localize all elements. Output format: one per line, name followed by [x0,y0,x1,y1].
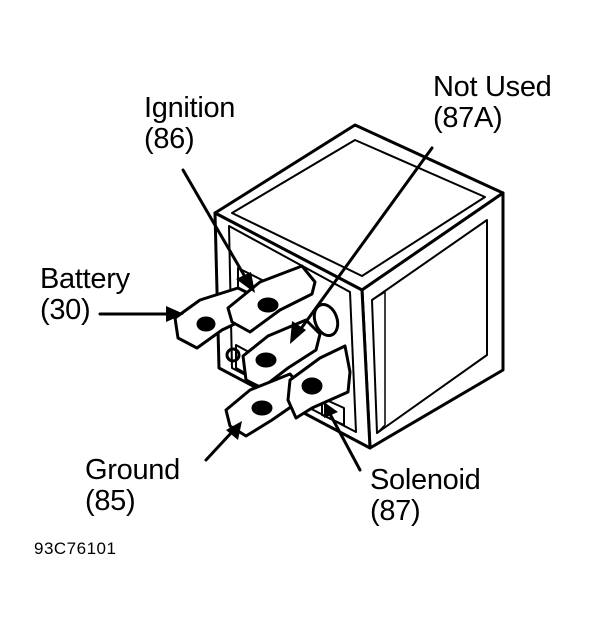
battery-pin: (30) [40,294,91,326]
arrow-battery [98,306,184,322]
not-used-callout: Not Used (87A) [433,72,552,134]
leader-arrows [98,146,434,472]
arrow-ignition [181,168,255,293]
arrow-not-used [290,146,434,344]
arrow-ground [204,421,242,462]
arrow-solenoid [324,402,362,472]
ground-label: Ground [85,454,180,486]
figure-code: 93C76101 [34,539,117,558]
solenoid-callout: Solenoid (87) [370,464,481,527]
ignition-pin: (86) [144,123,195,155]
terminal-87a [241,318,322,390]
solenoid-pin: (87) [370,495,421,527]
not-used-pin: (87A) [433,102,503,134]
ground-callout: Ground (85) [85,455,180,517]
ignition-label: Ignition [144,92,236,124]
battery-callout: Battery (30) [40,264,130,326]
terminal-87 [286,344,352,420]
not-used-label: Not Used [433,71,552,103]
ignition-callout: Ignition (86) [144,93,235,155]
relay-body [213,123,505,450]
battery-label: Battery [40,263,130,295]
terminal-86 [226,264,317,334]
solenoid-label: Solenoid [370,464,481,496]
ground-pin: (85) [85,485,136,517]
